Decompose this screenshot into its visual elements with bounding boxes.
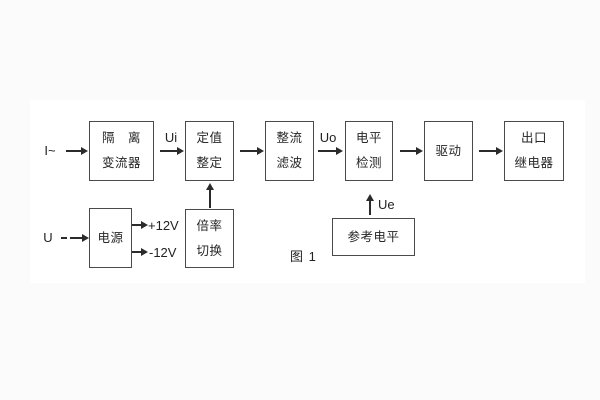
block-label: 检测 xyxy=(355,156,382,170)
label-input-voltage: U xyxy=(43,230,53,245)
arrow-ratio-to-setting-icon xyxy=(209,190,211,208)
block-label: 整流 xyxy=(276,131,303,145)
block-rectifier-filter: 整流 滤波 xyxy=(265,121,314,181)
arrow-driver-to-relay-icon xyxy=(479,150,496,152)
block-ratio-switch: 倍率 切换 xyxy=(185,209,234,268)
block-label: 滤波 xyxy=(276,156,303,170)
arrow-ui-icon xyxy=(160,150,177,152)
block-label: 电平 xyxy=(355,131,382,145)
block-label: 切换 xyxy=(196,243,223,258)
arrow-minus12v-icon xyxy=(132,251,141,253)
block-label: 出口 xyxy=(520,131,547,145)
block-reference-level: 参考电平 xyxy=(332,218,415,256)
label-minus12v: -12V xyxy=(149,245,177,260)
arrow-input-voltage-icon xyxy=(70,237,82,239)
arrow-detector-to-driver-icon xyxy=(400,150,416,152)
block-label: 隔 离 xyxy=(101,131,141,145)
block-label: 整定 xyxy=(196,156,223,170)
block-label: 继电器 xyxy=(514,156,554,170)
arrow-uo-icon xyxy=(318,150,336,152)
label-plus12v: +12V xyxy=(148,218,179,233)
arrow-input-current-icon xyxy=(66,150,81,152)
label-ue: Ue xyxy=(378,197,395,212)
block-power-supply: 电源 xyxy=(89,208,132,268)
figure-caption: 图 1 xyxy=(290,249,317,264)
block-output-relay: 出口 继电器 xyxy=(504,121,564,181)
block-label: 倍率 xyxy=(196,218,223,233)
label-ui: Ui xyxy=(164,130,178,145)
arrow-setting-to-rectifier-icon xyxy=(240,150,257,152)
block-setting-adjust: 定值 整定 xyxy=(185,121,234,181)
label-uo: Uo xyxy=(319,130,337,145)
label-input-current: I~ xyxy=(44,143,56,158)
arrow-plus12v-icon xyxy=(132,224,141,226)
block-isolation-transformer: 隔 离 变流器 xyxy=(89,121,154,181)
arrow-ue-icon xyxy=(369,201,371,215)
dash-input-voltage-icon xyxy=(61,237,67,239)
block-label: 驱动 xyxy=(435,143,462,158)
block-label: 变流器 xyxy=(101,156,141,170)
block-label: 定值 xyxy=(196,131,223,145)
block-label: 参考电平 xyxy=(347,229,400,244)
block-label: 电源 xyxy=(97,230,124,245)
block-driver: 驱动 xyxy=(424,121,473,181)
block-level-detector: 电平 检测 xyxy=(345,121,393,181)
